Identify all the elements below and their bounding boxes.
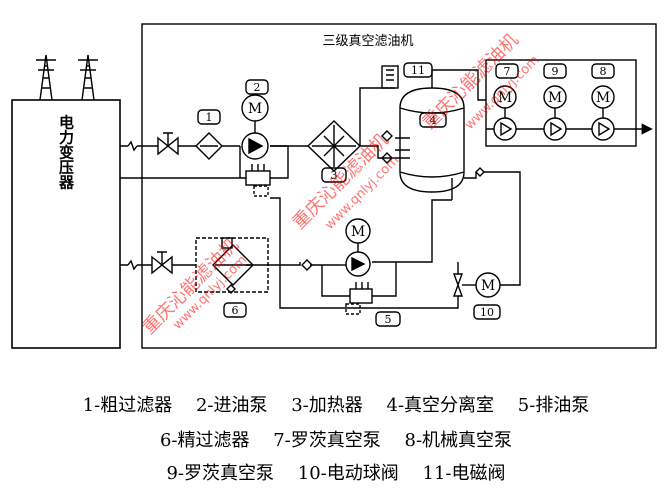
callout-6: 6 — [232, 304, 239, 317]
legend-item: 6-精过滤器 — [159, 430, 250, 451]
upper-inlet-pipe — [120, 140, 308, 152]
transformer-label: 电力变压器 — [57, 114, 75, 191]
callout-3: 3 — [331, 169, 338, 182]
solenoid-valve-11 — [381, 65, 399, 89]
callout-4: 4 — [430, 114, 437, 127]
legend-row-3: 9-罗茨真空泵 10-电动球阀 11-电磁阀 — [0, 459, 672, 485]
legend-item: 8-机械真空泵 — [404, 430, 513, 451]
legend-item: 2-进油泵 — [195, 395, 268, 416]
callout-11: 11 — [411, 64, 425, 77]
callout-10: 10 — [480, 306, 494, 319]
callout-5: 5 — [385, 313, 392, 326]
fine-filter-6 — [212, 244, 254, 286]
callout-1: 1 — [206, 111, 213, 124]
machine-boundary — [141, 23, 657, 349]
legend-item: 10-电动球阀 — [297, 463, 399, 484]
lower-inlet-valve — [151, 255, 173, 275]
legend-item: 7-罗茨真空泵 — [273, 430, 381, 451]
callout-8: 8 — [600, 65, 607, 78]
motor-symbol: M — [548, 90, 562, 106]
transformer-box — [11, 99, 121, 349]
legend-item: 3-加热器 — [291, 395, 363, 416]
transmission-tower-icon — [36, 54, 98, 101]
coarse-filter-1 — [195, 132, 223, 160]
motor-symbol: M — [248, 101, 262, 117]
legend-item: 1-粗过滤器 — [82, 395, 173, 416]
motor-symbol: M — [481, 278, 495, 294]
legend-item: 11-电磁阀 — [422, 463, 506, 484]
callout-9: 9 — [552, 65, 559, 78]
legend-row-1: 1-粗过滤器 2-进油泵 3-加热器 4-真空分离室 5-排油泵 — [0, 391, 672, 417]
legend-row-2: 6-精过滤器 7-罗茨真空泵 8-机械真空泵 — [0, 426, 672, 452]
legend-item: 4-真空分离室 — [386, 395, 495, 416]
motor-symbol: M — [596, 90, 610, 106]
callout-7: 7 — [504, 65, 511, 78]
motor-symbol: M — [498, 90, 512, 106]
motor-symbol: M — [351, 224, 365, 240]
legend-item: 9-罗茨真空泵 — [166, 463, 275, 484]
vacuum-pump-group — [485, 59, 637, 147]
discharge-pump — [345, 251, 371, 277]
motor-ball-valve-10 — [453, 273, 463, 297]
lower-inlet-pipe — [120, 259, 340, 271]
legend-item: 5-排油泵 — [517, 395, 590, 416]
upper-inlet-valve — [157, 136, 179, 156]
heater-3 — [306, 120, 362, 172]
inlet-pump — [241, 132, 269, 160]
callout-2: 2 — [254, 81, 261, 94]
diagram-title: 三级真空滤油机 — [322, 34, 413, 49]
